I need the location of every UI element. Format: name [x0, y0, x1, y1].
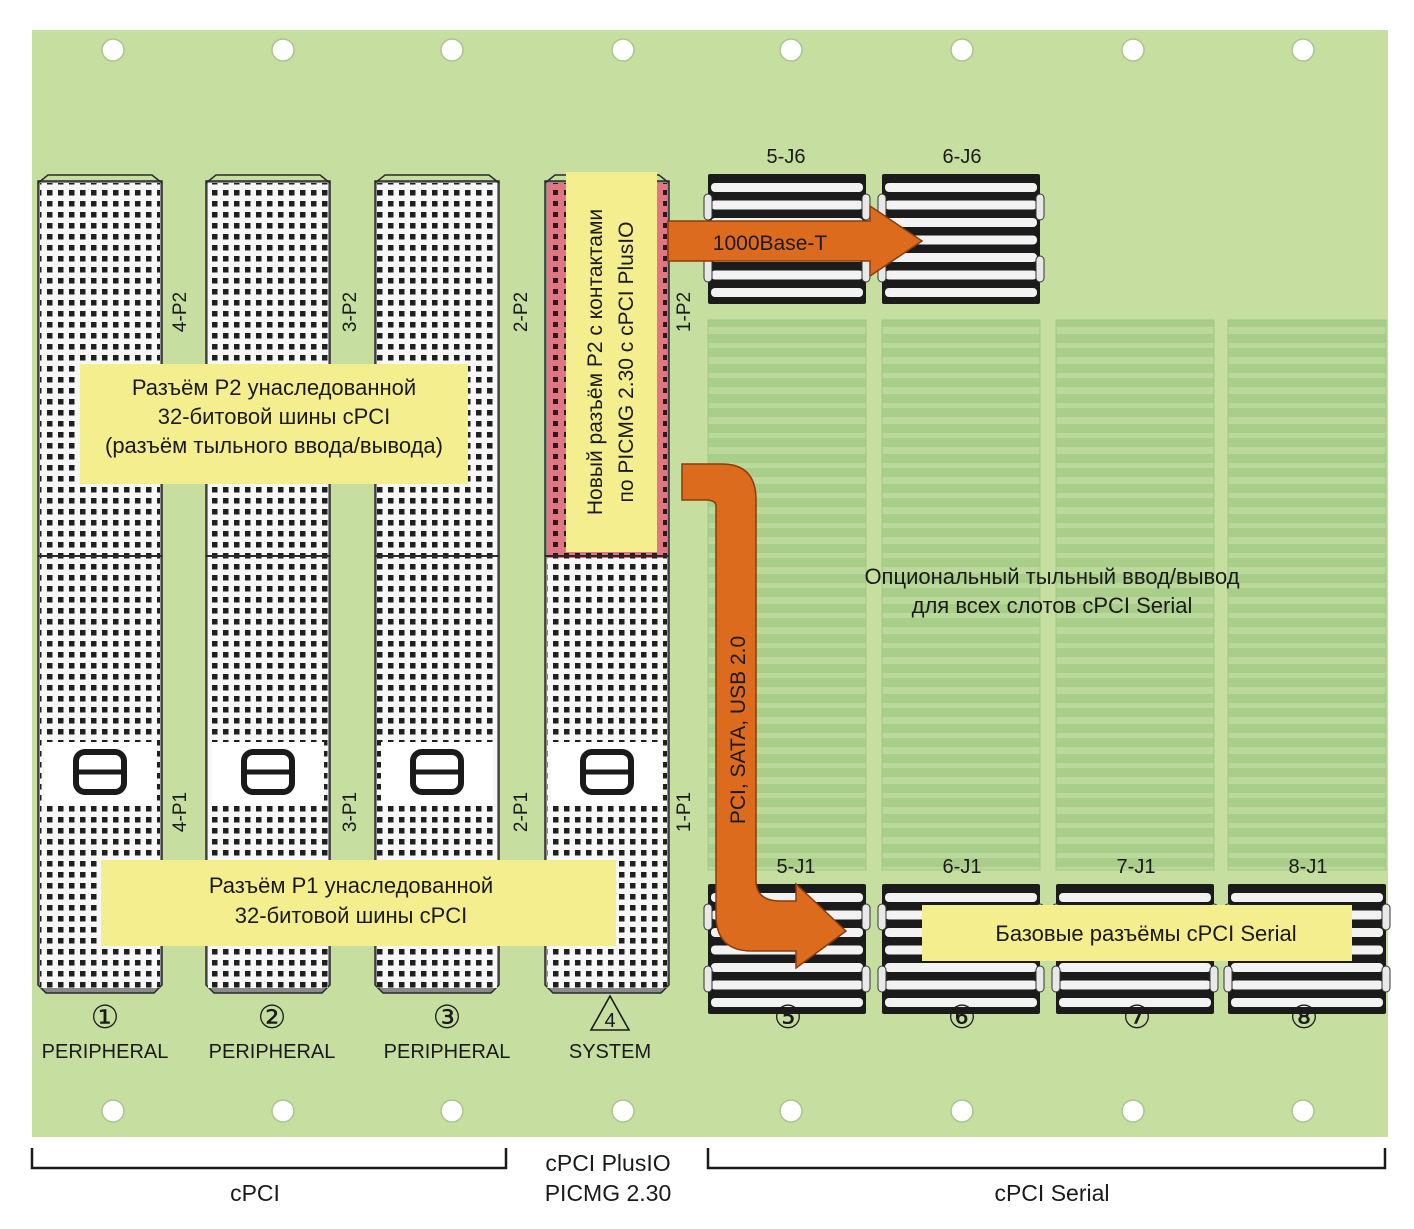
p2-designator: 4-P2 — [170, 292, 191, 332]
plusio-callout-line-2: по PICMG 2.30 с cPCI PlusIO — [615, 222, 638, 503]
p1-designator: 3-P1 — [340, 792, 361, 832]
p2-legacy-callout-line-3: (разъём тыльного ввода/вывода) — [105, 433, 443, 458]
cpci-serial-bracket — [706, 1148, 1387, 1170]
p2-legacy-callout-line-2: 32-битовой шины cPCI — [158, 404, 391, 429]
optional-rear-io-line-2: для всех слотов cPCI Serial — [912, 593, 1193, 618]
p1-legacy-callout-line-2: 32-битовой шины cPCI — [235, 903, 468, 928]
bus-arrow — [681, 463, 848, 970]
p2-designator: 2-P2 — [511, 292, 532, 332]
slot-role: PERIPHERAL — [209, 1041, 336, 1063]
p2-designator: 1-P2 — [674, 292, 695, 332]
mounting-holes — [101, 38, 1315, 1123]
serial-base-callout: Базовые разъёмы cPCI Serial — [995, 921, 1296, 946]
slot-number: ② — [258, 998, 287, 1036]
slot-role: PERIPHERAL — [42, 1041, 169, 1063]
serial-connector-label: 7-J1 — [1117, 856, 1156, 878]
slot-number: ① — [91, 998, 120, 1036]
cpci-serial-group-label: cPCI Serial — [994, 1180, 1109, 1206]
slot-role: SYSTEM — [569, 1041, 651, 1063]
ethernet-arrow — [667, 204, 924, 278]
p1-legacy-callout-box — [101, 860, 616, 946]
slot-labels: ① PERIPHERAL ② PERIPHERAL ③ PERIPHERAL 4SYSTEM… — [42, 994, 1319, 1063]
p1-designator: 4-P1 — [170, 792, 191, 832]
slot-number: ⑤ — [774, 998, 803, 1036]
plusio-group-label-line-2: PICMG 2.30 — [545, 1180, 672, 1206]
slot-number: 4 — [604, 1010, 615, 1032]
slot-number: ⑦ — [1123, 998, 1152, 1036]
serial-connector-label: 5-J6 — [767, 146, 806, 168]
connector-designators: 4-P2 4-P1 3-P2 3-P1 2-P2 2-P1 1-P2 1-P1 — [170, 292, 695, 832]
serial-connector-label: 5-J1 — [777, 856, 816, 878]
bus-label: PCI, SATA, USB 2.0 — [727, 636, 750, 824]
slot-role: PERIPHERAL — [384, 1041, 511, 1063]
system-slot-triangle-icon — [589, 994, 631, 1031]
plusio-group-label-line-1: cPCI PlusIO — [545, 1150, 670, 1176]
slot-number: ③ — [433, 998, 462, 1036]
p2-legacy-callout-box — [80, 364, 468, 484]
p2-designator: 3-P2 — [340, 292, 361, 332]
p1-designator: 1-P1 — [674, 792, 695, 832]
optional-rear-io-line-1: Опциональный тыльный ввод/вывод — [864, 564, 1239, 589]
serial-connector-label: 6-J1 — [943, 856, 982, 878]
ethernet-label: 1000Base-T — [713, 232, 828, 255]
cpci-group-label: cPCI — [230, 1180, 280, 1206]
p1-designator: 2-P1 — [511, 792, 532, 832]
slot-number: ⑧ — [1290, 998, 1319, 1036]
plusio-callout-box — [566, 172, 657, 552]
p1-legacy-callout-line-1: Разъём P1 унаследованной — [209, 873, 493, 898]
plusio-callout-line-1: Новый разъём P2 с контактами — [584, 209, 607, 515]
p2-legacy-callout-line-1: Разъём P2 унаследованной — [132, 375, 416, 400]
cpci-bracket — [30, 1148, 508, 1170]
serial-connector-label: 6-J6 — [943, 146, 982, 168]
serial-base-callout-box — [922, 905, 1352, 961]
optional-rear-io-connectors — [707, 319, 1387, 871]
serial-connector-label: 8-J1 — [1289, 856, 1328, 878]
slot-number: ⑥ — [948, 998, 977, 1036]
